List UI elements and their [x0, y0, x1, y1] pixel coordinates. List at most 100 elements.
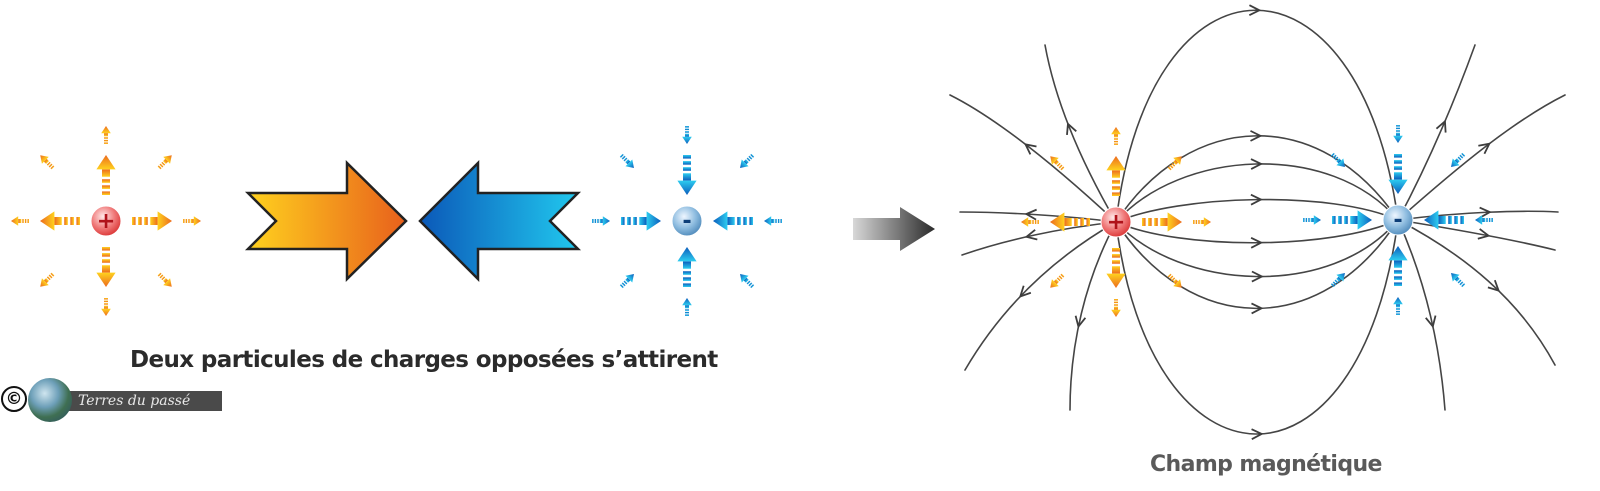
- field-line: [1115, 219, 1399, 435]
- transition-arrow: [853, 207, 935, 251]
- negative-right-arrow-near: [1424, 210, 1464, 230]
- negative-charge-right-icon-symbol: -: [1393, 207, 1402, 233]
- field-direction-chevrons: [1018, 4, 1501, 440]
- positive-charge-icon: +: [90, 205, 122, 237]
- negative-left-arrow-diag: [740, 153, 755, 168]
- positive-right-arrow-near: [1106, 156, 1126, 196]
- negative-right-arrow-diag: [1451, 273, 1466, 288]
- field-line: [964, 221, 1117, 371]
- field-chevron: [1251, 270, 1264, 283]
- positive-right-arrow-far: [1111, 127, 1121, 145]
- positive-left-arrow-near: [96, 247, 116, 287]
- field-chevron: [1250, 158, 1264, 170]
- positive-left-arrow-near: [132, 211, 172, 231]
- big-attraction-arrow-right: [244, 160, 408, 282]
- negative-right-arrow-diag: [1451, 152, 1466, 167]
- copyright-icon: ©: [1, 386, 27, 412]
- positive-charge-right-icon-symbol: +: [1107, 209, 1126, 235]
- positive-left-arrow-far: [11, 216, 29, 226]
- field-line: [1115, 9, 1399, 223]
- negative-left-arrow-near: [677, 155, 697, 195]
- field-line: [1115, 135, 1399, 223]
- field-line: [1397, 94, 1566, 221]
- field-chevron: [1024, 208, 1037, 221]
- positive-left-arrow-diag: [40, 155, 55, 170]
- positive-right-arrow-near: [1142, 212, 1182, 232]
- field-chevron: [1250, 130, 1263, 142]
- positive-left-arrow-diag: [40, 272, 55, 287]
- negative-left-arrow-far: [682, 126, 692, 144]
- negative-left-arrow-far: [764, 216, 782, 226]
- field-line: [1397, 219, 1556, 366]
- negative-right-arrow-near: [1388, 246, 1408, 286]
- field-line: [959, 211, 1117, 223]
- field-line: [1069, 221, 1117, 411]
- negative-right-arrow-far: [1475, 215, 1493, 225]
- field-chevron: [1250, 236, 1264, 249]
- positive-left-arrow-far: [183, 216, 201, 226]
- negative-right-arrow-near: [1388, 154, 1408, 194]
- positive-right-arrow-far: [1193, 217, 1211, 227]
- negative-right-arrow-diag: [1330, 152, 1345, 167]
- field-line: [961, 221, 1117, 256]
- negative-charge-icon: -: [671, 205, 703, 237]
- negative-right-arrow-far: [1393, 125, 1403, 143]
- negative-left-arrow-near: [677, 247, 697, 287]
- negative-left-arrow-near: [621, 211, 661, 231]
- field-arrows: [11, 125, 1493, 317]
- globe-icon: [28, 378, 72, 422]
- positive-left-arrow-far: [101, 126, 111, 144]
- caption-magnetic-field: Champ magnétique: [1150, 452, 1382, 477]
- negative-left-arrow-diag: [619, 274, 634, 289]
- negative-right-arrow-far: [1303, 215, 1321, 225]
- field-chevron: [1478, 142, 1491, 155]
- positive-left-arrow-near: [40, 211, 80, 231]
- field-chevron: [1479, 206, 1492, 219]
- negative-charge-right-icon: -: [1382, 204, 1414, 236]
- field-line: [1115, 163, 1399, 223]
- positive-right-arrow-near: [1106, 248, 1126, 288]
- field-chevron: [1024, 229, 1038, 241]
- field-chevron: [1018, 285, 1032, 298]
- positive-right-arrow-far: [1021, 217, 1039, 227]
- field-line: [1397, 219, 1446, 411]
- field-line: [949, 94, 1117, 223]
- positive-charge-icon-symbol: +: [97, 208, 116, 234]
- positive-right-arrow-far: [1111, 299, 1121, 317]
- positive-right-arrow-diag: [1050, 156, 1065, 171]
- positive-left-arrow-diag: [157, 155, 172, 170]
- negative-left-arrow-near: [713, 211, 753, 231]
- field-chevron: [1251, 428, 1264, 440]
- field-line: [1397, 219, 1556, 251]
- field-chevron: [1066, 121, 1077, 136]
- field-line: [1115, 198, 1399, 223]
- negative-right-arrow-far: [1393, 297, 1403, 315]
- negative-right-arrow-near: [1332, 210, 1372, 230]
- negative-left-arrow-far: [682, 298, 692, 316]
- positive-left-arrow-diag: [157, 272, 172, 287]
- positive-left-arrow-near: [96, 155, 116, 195]
- field-chevron: [1487, 279, 1501, 293]
- watermark-text: Terres du passé: [78, 393, 191, 409]
- big-attraction-arrow-left: [418, 159, 582, 283]
- field-line: [1115, 219, 1399, 244]
- field-line: [1115, 219, 1399, 310]
- negative-left-arrow-diag: [619, 153, 634, 168]
- negative-charge-icon-symbol: -: [682, 208, 691, 234]
- field-chevron: [1477, 228, 1491, 240]
- caption-attraction: Deux particules de charges opposées s’at…: [130, 347, 718, 373]
- positive-right-arrow-near: [1050, 212, 1090, 232]
- field-line: [1397, 44, 1476, 221]
- negative-left-arrow-diag: [740, 274, 755, 289]
- field-chevron: [1074, 315, 1087, 329]
- field-line: [1115, 219, 1399, 278]
- field-chevron: [1250, 193, 1263, 206]
- field-chevron: [1425, 315, 1437, 329]
- positive-right-arrow-diag: [1167, 273, 1182, 288]
- positive-left-arrow-far: [101, 298, 111, 316]
- magnetic-field-lines: [949, 9, 1566, 435]
- watermark-bar: [56, 391, 222, 411]
- field-chevron: [1251, 302, 1264, 315]
- negative-right-arrow-diag: [1330, 273, 1345, 288]
